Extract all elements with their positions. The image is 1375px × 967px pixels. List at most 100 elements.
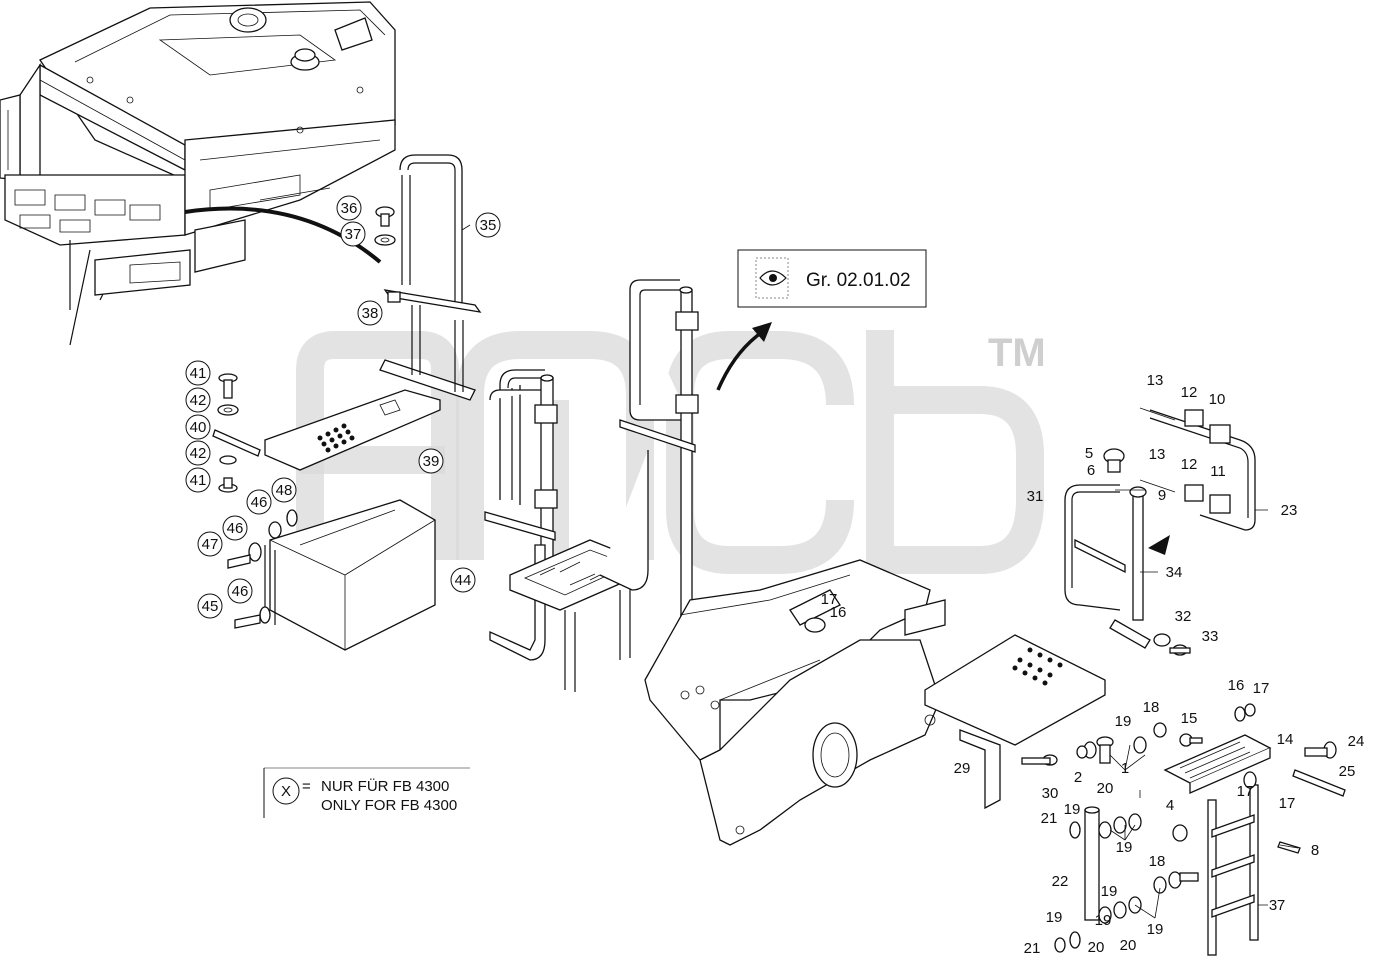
note-line-2: ONLY FOR FB 4300 [321, 797, 457, 814]
part-number: 8 [1311, 842, 1319, 859]
part-number: 6 [1087, 462, 1095, 479]
battery-box-44 [264, 499, 436, 651]
part-number: 38 [362, 305, 379, 322]
part-number: 1 [1121, 760, 1129, 777]
part-number: 20 [1088, 939, 1105, 956]
part-number: 19 [1147, 921, 1164, 938]
part-number: 7 [1277, 897, 1285, 914]
reference-arrowhead [752, 322, 772, 342]
part-number: 19 [1101, 883, 1118, 900]
part-number: 44 [455, 572, 472, 589]
part-number: 34 [1166, 564, 1183, 581]
part-number: 19 [1116, 839, 1133, 856]
part-number: 33 [1202, 628, 1219, 645]
ladder-7 [1207, 784, 1259, 956]
part-callout: 36 [336, 195, 362, 221]
watermark-tm: TM [988, 331, 1046, 375]
part-number: 20 [1120, 937, 1137, 954]
part-callout: 41 [185, 360, 211, 386]
part-callout: 46 [227, 578, 253, 604]
part-callout: 46 [222, 515, 248, 541]
part-callout: 42 [185, 387, 211, 413]
part-number: 3 [1269, 897, 1277, 914]
main-frame [644, 559, 946, 846]
part-number: 4 [1166, 797, 1174, 814]
part-number: 19 [1046, 909, 1063, 926]
step-ladder-assembly [484, 279, 699, 692]
part-number: 47 [202, 536, 219, 553]
part-number: 2 [1074, 769, 1082, 786]
part-number: 36 [341, 200, 358, 217]
eye-icon [759, 270, 787, 286]
part-number: 13 [1147, 372, 1164, 389]
cover-plate-39 [264, 389, 441, 471]
part-number: 22 [1052, 873, 1069, 890]
part-number: 17 [821, 591, 838, 608]
part-callout: 40 [185, 414, 211, 440]
fasteners-36-38 [374, 206, 401, 303]
note-box: X = NUR FÜR FB 4300 ONLY FOR FB 4300 [263, 767, 470, 818]
part-number: 16 [830, 604, 847, 621]
handrail-35 [379, 154, 482, 401]
part-number: 32 [1175, 608, 1192, 625]
note-line-1: NUR FÜR FB 4300 [321, 777, 449, 795]
part-number: 16 [1228, 677, 1245, 694]
part-number: 19 [1115, 713, 1132, 730]
reference-label: Gr. 02.01.02 [806, 270, 911, 291]
part-number: 45 [202, 598, 219, 615]
part-callout: 42 [185, 440, 211, 466]
part-callout: 46 [246, 489, 272, 515]
part-number: 21 [1041, 810, 1058, 827]
part-number: 15 [1181, 710, 1198, 727]
part-number: 46 [251, 494, 268, 511]
part-number: 31 [1027, 488, 1044, 505]
side-rail-23 [1139, 407, 1256, 531]
part-number: 42 [190, 445, 207, 462]
part-number: 19 [1064, 801, 1081, 818]
note-marker: X [281, 783, 291, 800]
part-number: 19 [1095, 912, 1112, 929]
platform-plate [924, 634, 1106, 810]
part-number: 25 [1339, 763, 1356, 780]
part-number: 29 [954, 760, 971, 777]
part-number: 18 [1149, 853, 1166, 870]
part-callout: 37 [340, 221, 366, 247]
part-number: 35 [480, 217, 497, 234]
part-number: 14 [1277, 731, 1294, 748]
part-callout: 48 [271, 477, 297, 503]
part-number: 46 [232, 583, 249, 600]
part-number: 30 [1042, 785, 1059, 802]
part-callout: 39 [418, 448, 444, 474]
part-callout: 47 [197, 531, 223, 557]
part-number: 21 [1024, 940, 1041, 957]
note-equals: = [302, 778, 311, 795]
part-number: 48 [276, 482, 293, 499]
machine-hood-assembly [0, 1, 396, 346]
part-number: 17 [1253, 680, 1270, 697]
fasteners-40-48 [212, 373, 298, 629]
part-number: 12 [1181, 456, 1198, 473]
part-number: 39 [423, 453, 440, 470]
step-tread-14 [1163, 734, 1272, 794]
part-number: 42 [190, 392, 207, 409]
part-number: 18 [1143, 699, 1160, 716]
part-number: 41 [190, 365, 207, 382]
part-number: 12 [1181, 384, 1198, 401]
part-number: 13 [1149, 446, 1166, 463]
part-number: 40 [190, 419, 207, 436]
part-callout: 44 [450, 567, 476, 593]
part-number: 9 [1158, 487, 1166, 504]
part-callout: 35 [475, 212, 501, 238]
leader-lines [461, 224, 1299, 919]
part-number: 23 [1281, 502, 1298, 519]
part-callout: 45 [197, 593, 223, 619]
part-number: 37 [345, 226, 362, 243]
part-number: 11 [1210, 463, 1226, 480]
part-number: 5 [1085, 445, 1093, 462]
part-number: 20 [1097, 780, 1114, 797]
part-number: 17 [1237, 783, 1254, 800]
reference-box: Gr. 02.01.02 [737, 249, 927, 308]
